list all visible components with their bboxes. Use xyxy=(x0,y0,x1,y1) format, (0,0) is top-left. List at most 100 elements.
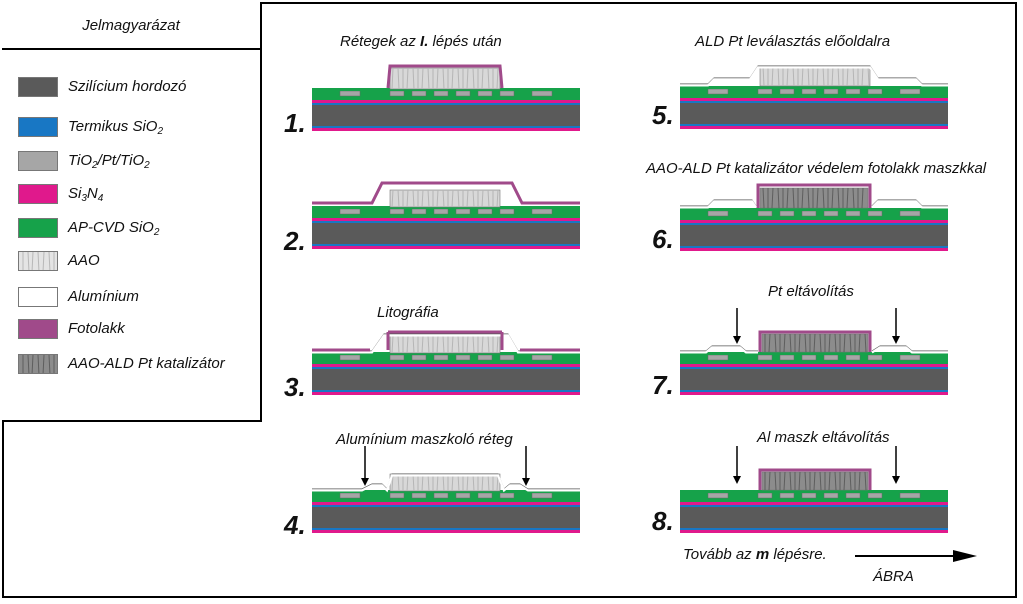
pore-line xyxy=(451,67,454,90)
pore-line xyxy=(792,187,795,209)
pore-line xyxy=(406,67,409,90)
pore-line xyxy=(391,473,394,492)
pore-line xyxy=(783,333,786,353)
tio2-pt-electrode xyxy=(845,492,861,499)
pore-line xyxy=(861,187,864,209)
pore-line xyxy=(843,333,846,353)
aluminium-layer xyxy=(312,334,580,354)
pore-line xyxy=(436,189,439,208)
pore-line xyxy=(427,335,430,354)
legend-label: TiO2/Pt/TiO2 xyxy=(68,152,150,171)
photoresist-layer xyxy=(758,468,872,490)
pore-line xyxy=(481,67,484,90)
si3n4-layer-bottom xyxy=(680,392,948,395)
tio2-pt-electrode xyxy=(867,354,883,361)
tio2-pt-electrode xyxy=(801,210,817,217)
tio2-pt-electrode xyxy=(757,492,773,499)
pore-line xyxy=(472,67,475,90)
pore-line xyxy=(807,65,810,87)
pore-line xyxy=(451,473,454,492)
pore-line xyxy=(436,67,439,90)
pore-line xyxy=(822,65,825,87)
pore-line xyxy=(421,67,424,90)
apcvd-sio2-top xyxy=(312,352,580,355)
tio2-pt-electrode xyxy=(801,492,817,499)
step-6-diagram xyxy=(680,183,948,251)
pore-line xyxy=(837,65,840,87)
si3n4-layer xyxy=(312,364,580,367)
pore-line xyxy=(828,333,831,353)
pore-line xyxy=(846,65,849,87)
si3n4-layer-bottom xyxy=(680,248,948,251)
tio2-pt-electrode xyxy=(757,88,773,95)
thermal-sio2-layer xyxy=(312,221,580,223)
pore-line xyxy=(852,187,855,209)
apcvd-sio2-top xyxy=(312,490,580,493)
si3n4-layer-bottom xyxy=(680,530,948,533)
pore-line xyxy=(391,189,394,208)
arrow-down-icon xyxy=(892,336,900,344)
silicon-substrate xyxy=(680,225,948,246)
arrow-down-icon xyxy=(733,336,741,344)
tio2-pt-electrode xyxy=(707,492,729,499)
legend-item-aao: AAO xyxy=(18,249,258,273)
pore-line xyxy=(457,335,460,354)
aao-block xyxy=(389,335,501,354)
tio2-pt-electrode xyxy=(899,492,921,499)
tio2-pt-electrode xyxy=(499,208,515,215)
pore-line xyxy=(822,187,825,209)
pore-line xyxy=(481,189,484,208)
pore-line xyxy=(777,187,780,209)
pore-line xyxy=(813,471,816,491)
aluminium-layer xyxy=(312,474,580,493)
step-number-8: 8. xyxy=(652,506,674,536)
pore-line xyxy=(436,473,439,492)
thermal-sio2-layer-bottom xyxy=(312,244,580,246)
si3n4-layer xyxy=(680,502,948,505)
aao-swatch xyxy=(18,251,58,271)
pore-line xyxy=(792,65,795,87)
pore-line xyxy=(472,335,475,354)
pore-line xyxy=(858,471,861,491)
pore-line xyxy=(406,473,409,492)
pore-line xyxy=(819,333,822,353)
silicon-swatch xyxy=(18,77,58,97)
tio2-pt-electrode xyxy=(389,492,405,499)
pore-line xyxy=(858,333,861,353)
thermal-sio2-layer-bottom xyxy=(680,246,948,248)
tio2-pt-electrode xyxy=(899,210,921,217)
legend-label: AP-CVD SiO2 xyxy=(68,219,160,238)
pore-line xyxy=(496,67,499,90)
pore-line xyxy=(421,473,424,492)
pore-line xyxy=(789,333,792,353)
pore-line xyxy=(457,67,460,90)
tio2-pt-electrode xyxy=(477,492,493,499)
pore-line xyxy=(466,335,469,354)
pore-line xyxy=(397,189,400,208)
tio2-pt-electrode xyxy=(707,210,729,217)
pore-line xyxy=(852,65,855,87)
photoresist-layer xyxy=(312,181,580,205)
tio2-pt-electrode xyxy=(867,492,883,499)
next-step-note: Tovább az m lépésre. xyxy=(683,546,827,563)
pore-line xyxy=(813,333,816,353)
si3n4-layer xyxy=(312,100,580,103)
tio2-pt-electrode xyxy=(867,210,883,217)
pore-line xyxy=(804,471,807,491)
pore-line xyxy=(834,471,837,491)
tio2-pt-electrode xyxy=(339,90,361,97)
pore-line xyxy=(481,335,484,354)
thermal-sio2-layer xyxy=(680,367,948,369)
arrow-down-icon xyxy=(361,478,369,486)
si3n4-layer xyxy=(680,220,948,223)
step-2-diagram xyxy=(312,181,580,249)
pore-line xyxy=(819,471,822,491)
thermal-sio2-layer xyxy=(680,223,948,225)
si3n4-layer xyxy=(312,218,580,221)
pore-line xyxy=(412,473,415,492)
tio2-pt-electrode xyxy=(899,88,921,95)
step-1-title: Rétegek az I. lépés után xyxy=(340,33,502,50)
legend-item-photoresist: Fotolakk xyxy=(18,317,258,341)
pore-line xyxy=(786,187,789,209)
pore-line xyxy=(496,335,499,354)
